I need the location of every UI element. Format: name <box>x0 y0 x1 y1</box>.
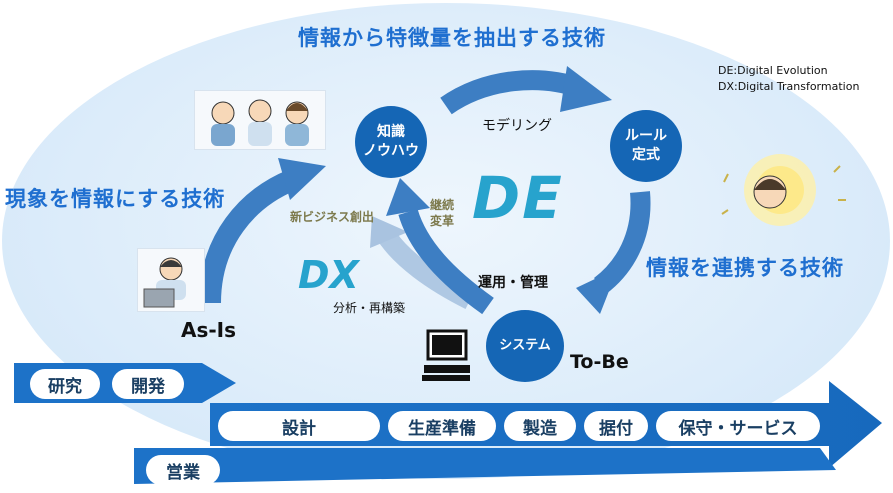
title-feature-extraction: 情報から特徴量を抽出する技術 <box>298 26 606 50</box>
label-continuous-1: 継続 <box>430 198 455 212</box>
label-continuous-2: 変革 <box>430 214 455 228</box>
legend: DE:Digital Evolution DX:Digital Transfor… <box>718 63 859 95</box>
computer-icon <box>420 329 472 383</box>
process-manufacturing: 製造 <box>504 411 576 441</box>
process-band-sales <box>134 448 836 484</box>
arrowhead-rules-to-system <box>576 268 618 314</box>
legend-dx: DX:Digital Transformation <box>718 80 860 93</box>
label-modeling: モデリング <box>482 118 552 134</box>
state-to-be: To-Be <box>570 351 629 373</box>
idea-person-illustration <box>714 152 850 232</box>
worker-laptop-illustration <box>137 248 205 312</box>
process-production-prep: 生産準備 <box>388 411 496 441</box>
arrow-asis-to-knowledge <box>199 169 297 304</box>
process-development: 開発 <box>112 369 184 399</box>
title-phenomenon-to-info: 現象を情報にする技術 <box>5 187 226 211</box>
process-design: 設計 <box>218 411 380 441</box>
node-system: システム <box>486 310 564 382</box>
big-label-de: DE <box>472 164 564 232</box>
arrowhead-dx-faint <box>370 216 408 248</box>
people-illustration <box>194 90 326 150</box>
legend-de: DE:Digital Evolution <box>718 64 828 77</box>
label-analysis: 分析・再構築 <box>333 301 406 315</box>
process-installation: 据付 <box>584 411 648 441</box>
process-research: 研究 <box>30 369 100 399</box>
arrow-rules-to-system <box>593 191 651 294</box>
process-maintenance: 保守・サービス <box>656 411 820 441</box>
arrow-system-to-knowledge <box>398 208 494 315</box>
arrowhead-system-to-knowledge <box>386 178 430 216</box>
node-rules: ルール 定式 <box>610 110 682 182</box>
label-operation: 運用・管理 <box>478 275 548 291</box>
big-label-dx: DX <box>298 253 359 297</box>
process-sales: 営業 <box>146 455 220 485</box>
title-info-linkage: 情報を連携する技術 <box>646 256 844 280</box>
arrow-knowledge-to-rules <box>440 70 584 115</box>
label-new-business: 新ビジネス創出 <box>290 210 375 224</box>
arrowhead-asis-to-knowledge <box>278 158 326 200</box>
node-knowledge: 知識 ノウハウ <box>355 106 427 178</box>
arrowhead-knowledge-to-rules <box>560 66 612 112</box>
state-as-is: As-Is <box>181 318 237 342</box>
